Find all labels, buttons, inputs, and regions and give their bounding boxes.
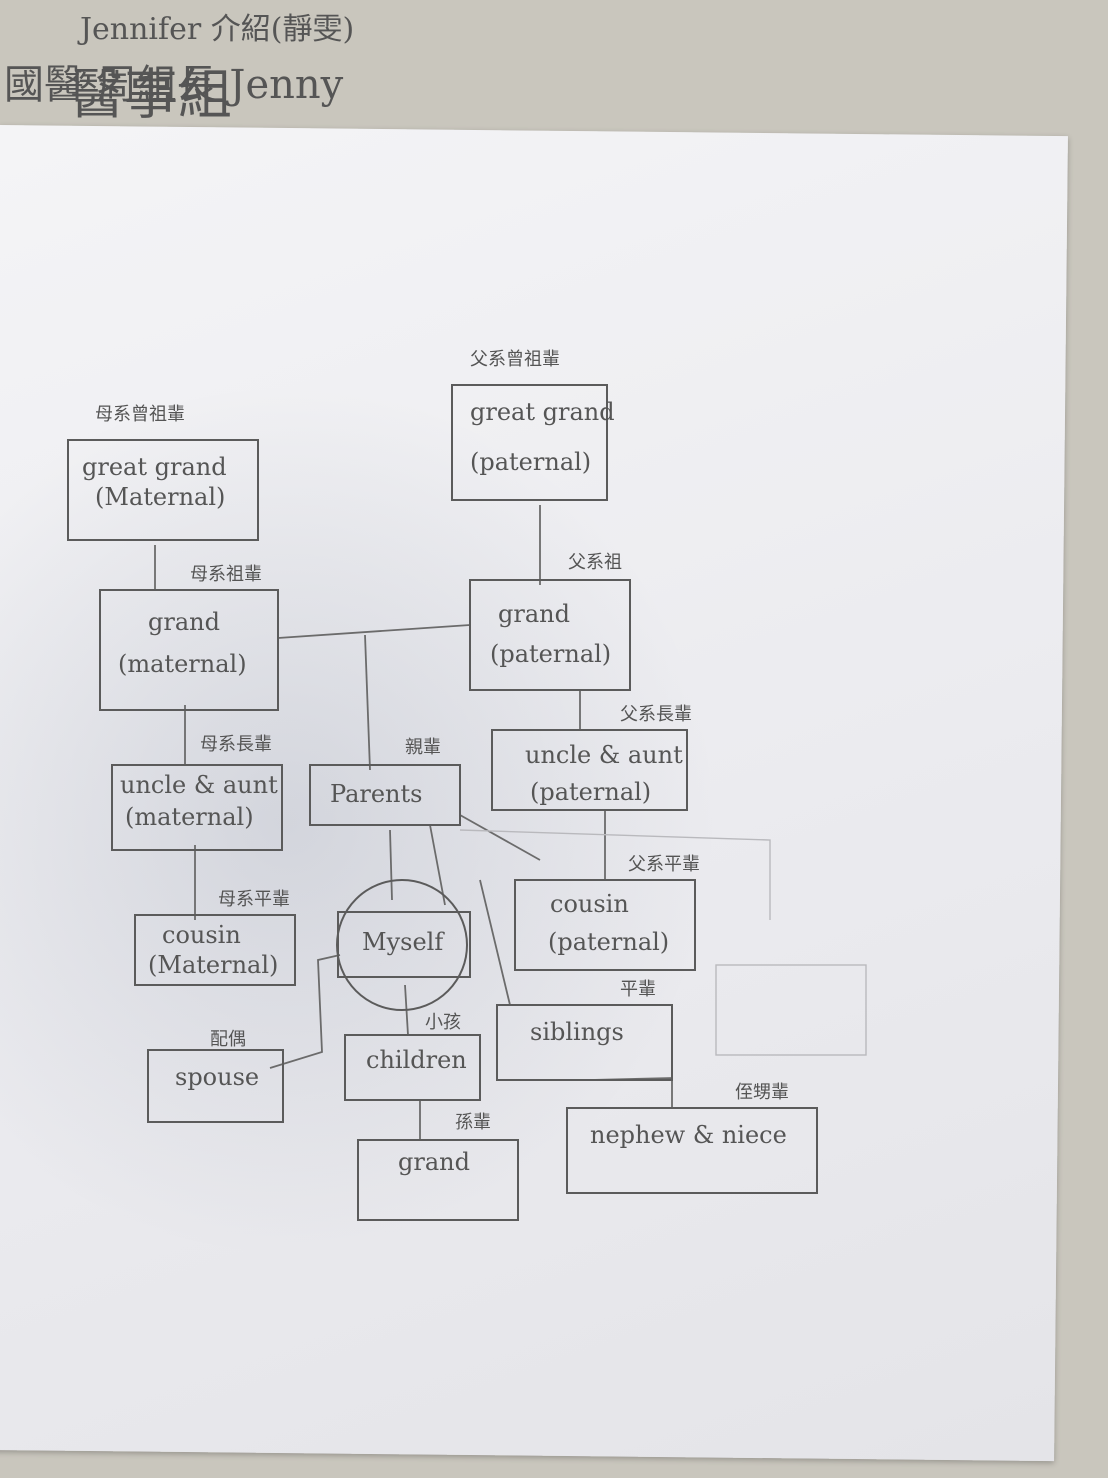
node-label: uncle & aunt: [525, 741, 683, 769]
node-label: siblings: [530, 1018, 624, 1046]
node-label: Myself: [362, 928, 445, 956]
node-parents: 親輩 Parents: [309, 737, 461, 826]
node-label: great grand: [82, 453, 227, 481]
node-label: uncle & aunt: [120, 771, 278, 799]
node-uncle-aunt-paternal: 父系長輩 uncle & aunt (paternal): [491, 704, 692, 811]
zh-label: 孫輩: [455, 1112, 491, 1133]
node-cousin-maternal: 母系平輩 cousin (Maternal): [134, 889, 296, 986]
node-sublabel: (paternal): [470, 448, 591, 476]
node-sublabel: (paternal): [530, 778, 651, 806]
node-label: great grand: [470, 398, 615, 426]
zh-label: 父系曾祖輩: [470, 349, 560, 370]
zh-label: 母系長輩: [200, 734, 272, 755]
zh-label: 平輩: [620, 979, 656, 1000]
node-sublabel: (paternal): [548, 928, 669, 956]
zh-label: 母系平輩: [218, 889, 290, 910]
node-label: children: [366, 1046, 467, 1074]
node-sublabel: (Maternal): [148, 951, 278, 979]
node-label: grand: [148, 608, 220, 636]
node-label: cousin: [162, 921, 241, 949]
node-siblings: 平輩 siblings: [496, 979, 673, 1081]
zh-label: 母系曾祖輩: [95, 404, 185, 425]
node-sublabel: (maternal): [118, 650, 247, 678]
node-sublabel: (Maternal): [95, 483, 225, 511]
node-label: grand: [398, 1148, 470, 1176]
faint-empty-box: [715, 964, 867, 1056]
connector-lines: [154, 505, 673, 1140]
sticky-note-bottom-text: Jennifer 介紹(靜雯): [80, 12, 355, 47]
node-uncle-aunt-maternal: 母系長輩 uncle & aunt (maternal): [111, 734, 283, 851]
zh-label: 小孩: [425, 1012, 461, 1033]
node-great-grand-paternal: 父系曾祖輩 great grand (paternal): [451, 349, 615, 501]
zh-label: 父系平輩: [628, 854, 700, 875]
node-cousin-paternal: 父系平輩 cousin (paternal): [514, 854, 700, 971]
node-spouse: 配偶 spouse: [147, 1029, 284, 1123]
node-grand-maternal: 母系祖輩 grand (maternal): [99, 564, 279, 711]
node-sublabel: (paternal): [490, 640, 611, 668]
node-children: 小孩 children: [344, 1012, 481, 1101]
node-label: cousin: [550, 890, 629, 918]
node-sublabel: (maternal): [125, 803, 254, 831]
zh-label: 父系長輩: [620, 704, 692, 725]
zh-label: 配偶: [210, 1029, 246, 1050]
zh-label: 母系祖輩: [190, 564, 262, 585]
node-grandchild: 孫輩 grand: [357, 1112, 519, 1221]
sticky-note-left-text: 國醫 周組長 Jenny: [4, 62, 344, 108]
node-label: spouse: [175, 1063, 259, 1091]
node-label: grand: [498, 600, 570, 628]
faint-guide-line: [459, 829, 771, 920]
node-grand-paternal: 父系祖 grand (paternal): [469, 552, 631, 691]
zh-label: 父系祖: [568, 552, 622, 573]
node-great-grand-maternal: 母系曾祖輩 great grand (Maternal): [67, 404, 259, 541]
node-myself: Myself: [336, 879, 471, 1011]
node-nephew-niece: 侄甥輩 nephew & niece: [566, 1082, 818, 1194]
node-label: Parents: [330, 780, 422, 808]
zh-label: 侄甥輩: [735, 1082, 789, 1103]
sticky-note-right-text: 醫事組: [70, 63, 232, 126]
zh-label: 親輩: [405, 737, 441, 758]
node-label: nephew & niece: [590, 1121, 787, 1149]
